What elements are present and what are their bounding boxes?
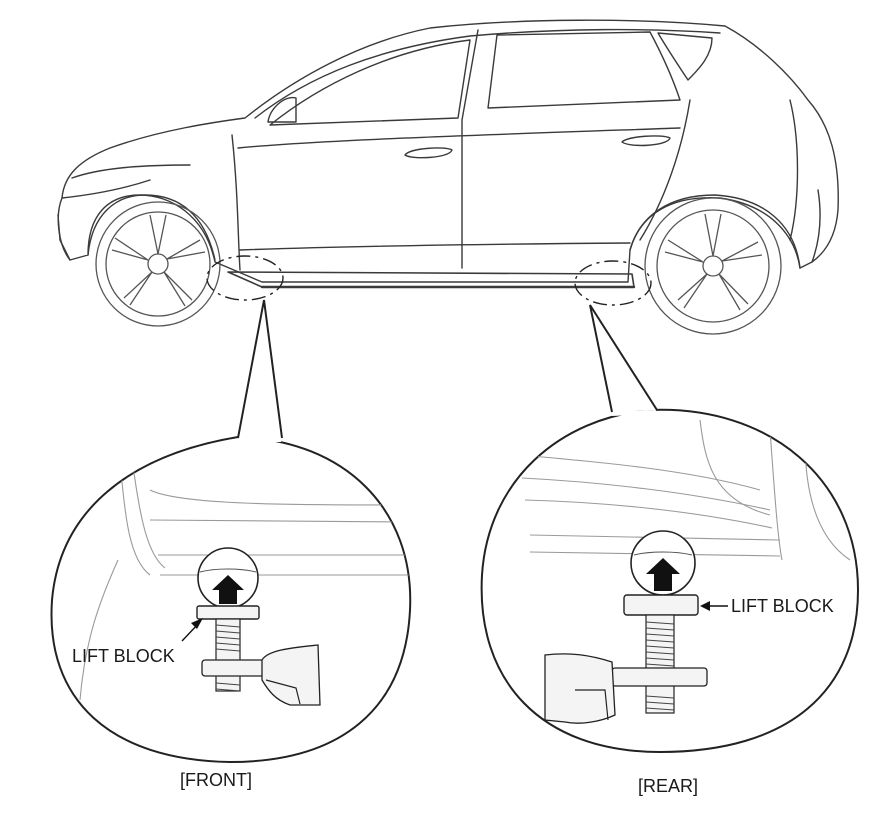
rear-door-line xyxy=(639,99,691,241)
front-wheel-arch xyxy=(87,194,216,261)
front-lift-block-label: LIFT BLOCK xyxy=(72,646,175,666)
rear-door-window xyxy=(487,31,681,109)
rear-wheel xyxy=(644,197,782,335)
side-sill xyxy=(227,271,635,288)
rear-door-handle xyxy=(621,135,671,147)
rear-lift-arrow xyxy=(646,558,680,591)
rear-detail-callout xyxy=(480,304,860,754)
quarter-window xyxy=(657,32,713,81)
mirror xyxy=(267,96,297,123)
center-pillar-line xyxy=(461,29,479,269)
front-lift-arrow xyxy=(212,575,244,604)
rear-lift-block-label: LIFT BLOCK xyxy=(731,596,834,616)
front-door-handle xyxy=(404,147,453,159)
front-door-window xyxy=(269,39,471,126)
front-door-line xyxy=(231,134,241,271)
rear-wheel-arch xyxy=(629,194,801,269)
rear-lift-point-marker xyxy=(574,260,652,306)
car-body-outline xyxy=(57,19,839,283)
front-wheel xyxy=(95,201,221,327)
front-caption: [FRONT] xyxy=(180,770,252,790)
front-lift-point-marker xyxy=(206,255,284,301)
car-side-view xyxy=(57,19,839,289)
front-detail-callout xyxy=(50,299,412,764)
rear-caption: [REAR] xyxy=(638,776,699,796)
